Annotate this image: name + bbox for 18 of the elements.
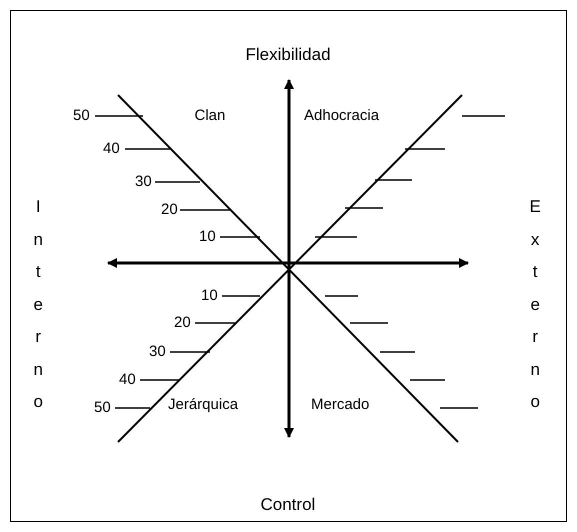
axis-title: Externo <box>530 196 541 413</box>
quadrant-label: Mercado <box>311 396 370 414</box>
scale-number: 40 <box>103 140 120 158</box>
quadrant-label: Adhocracia <box>304 107 380 125</box>
scale-number: 30 <box>149 343 166 361</box>
axis-title: Flexibilidad <box>246 46 331 64</box>
quadrant-label: Jerárquica <box>168 396 238 414</box>
scale-number: 40 <box>119 371 136 389</box>
axis-title: Control <box>260 496 316 514</box>
scale-number: 10 <box>201 287 218 305</box>
scale-number: 50 <box>94 399 111 417</box>
scale-number: 30 <box>135 173 152 191</box>
scale-number: 10 <box>199 228 216 246</box>
quadrant-label: Clan <box>194 107 226 125</box>
scale-number: 50 <box>73 107 90 125</box>
axis-title: Interno <box>34 196 43 413</box>
scale-number: 20 <box>174 314 191 332</box>
scale-number: 20 <box>161 201 178 219</box>
